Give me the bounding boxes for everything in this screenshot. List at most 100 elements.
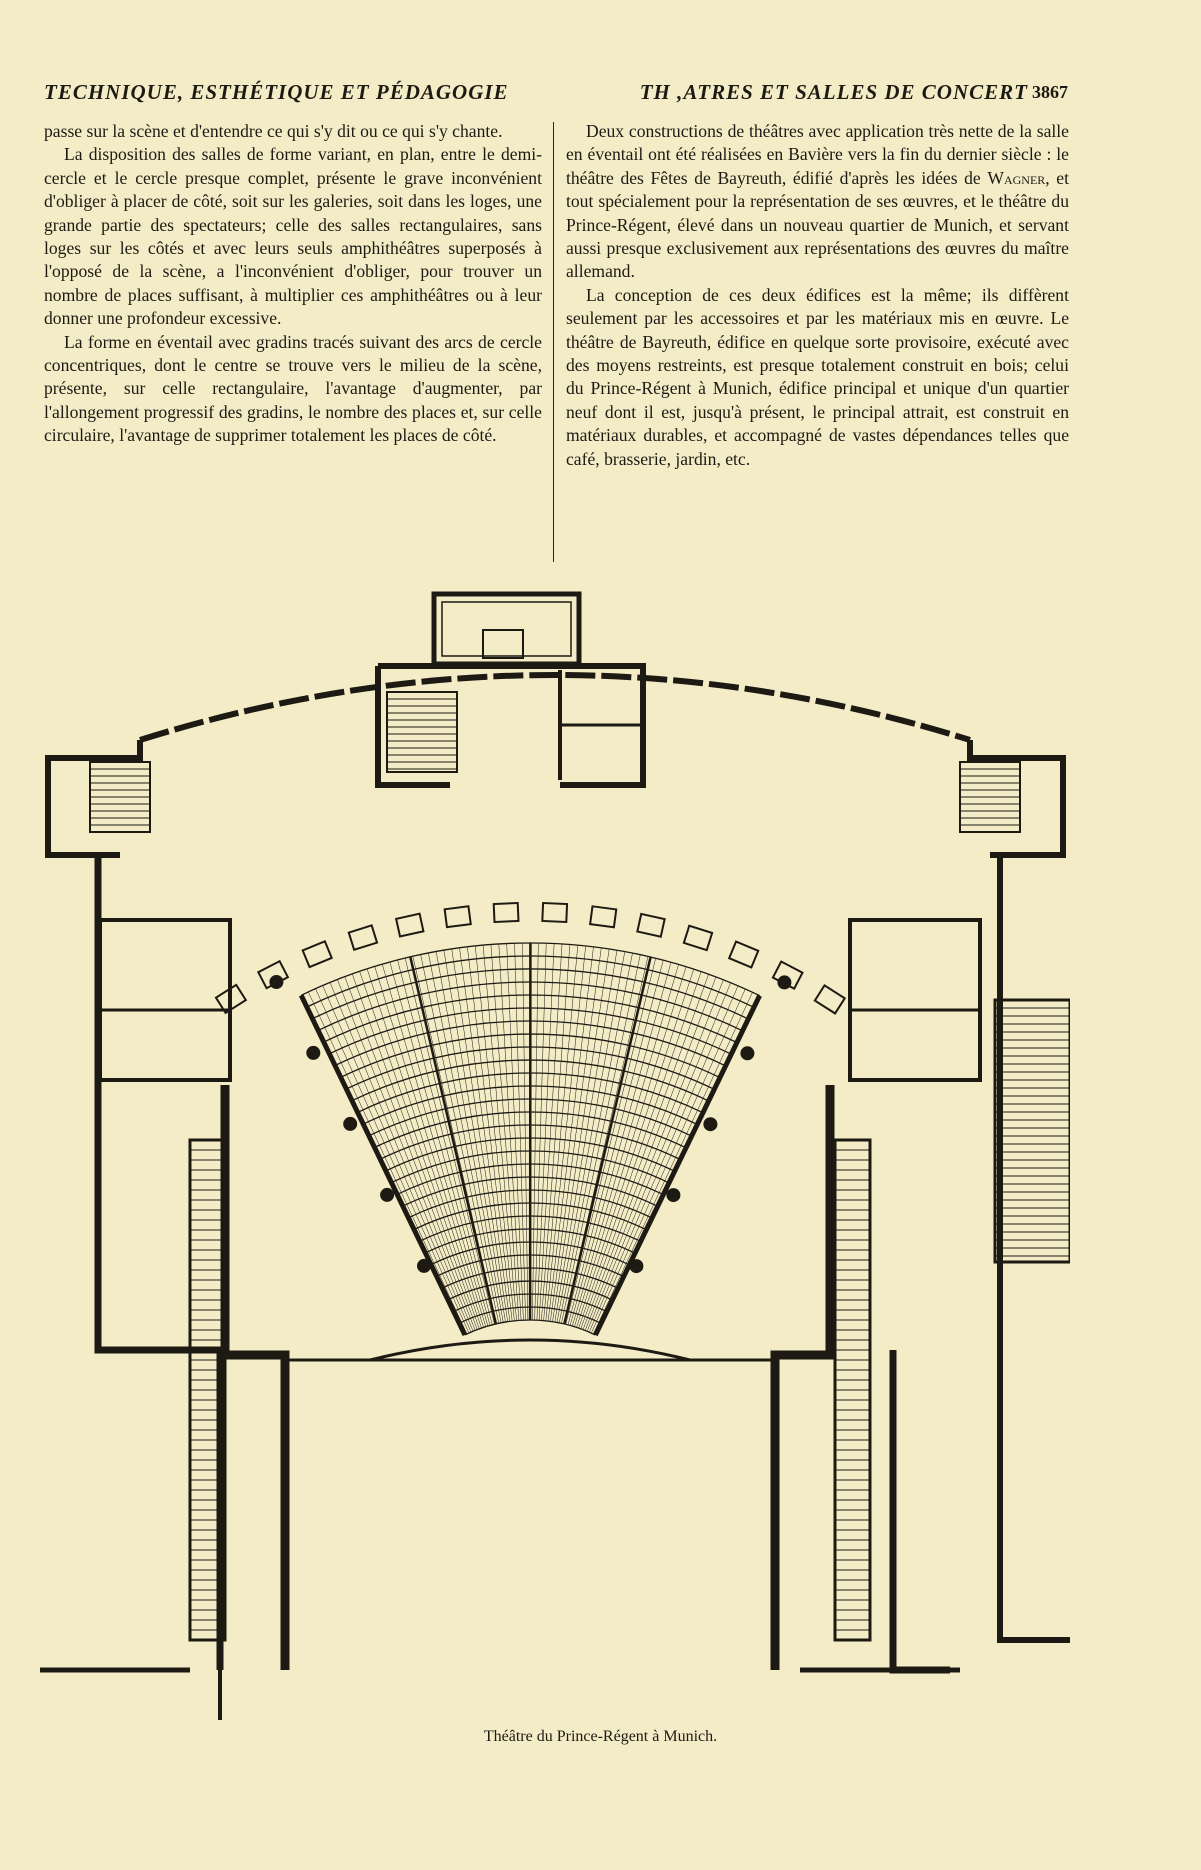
plan-column [777,975,792,990]
figure-caption: Théâtre du Prince-Régent à Munich. [483,1728,718,1745]
plan-seat-division [351,973,480,1329]
plan-seat-division [591,988,746,1334]
plan-loges [214,901,847,1274]
plan-right-lower-wall [889,1350,950,1674]
paragraph: La conception de ces deux édifices est l… [566,284,1069,469]
plan-seat-division [541,944,571,1321]
plan-seat-division [474,945,515,1321]
column-divider [553,122,554,562]
plan-loge [214,983,248,1015]
plan-column [629,1259,644,1274]
plan-seat-division [300,995,466,1336]
plan-proscenium-arch [369,1338,691,1362]
plan-seat-division [315,988,470,1334]
plan-loge [727,940,760,969]
plan-column [703,1117,718,1132]
paragraph: passe sur la scène et d'entendre ce qui … [44,121,503,141]
plan-seat-division [498,943,522,1321]
plan-seat-division [558,953,633,1323]
plan-seat-division [381,964,489,1327]
plan-seating-rows [298,942,762,1337]
plan-seat-division [359,971,482,1329]
plan-seat-division [580,974,709,1329]
plan-seat-division [569,962,672,1326]
plan-loge [301,940,334,969]
plan-portico-steps [482,629,524,659]
plan-seat-division [563,956,649,1324]
plan-column [343,1116,358,1131]
plan-seat-division [593,992,753,1335]
header-right-title: TH ,ATRES ET SALLES DE CONCERT [639,80,1028,104]
plan-seat-division [514,943,526,1321]
plan-seat-division [435,951,504,1323]
plan-seat-division [550,947,602,1322]
plan-seat-division [534,943,547,1321]
plan-seat-division [506,943,524,1321]
header-left-title: TECHNIQUE, ESTHÉTIQUE ET PÉDAGOGIE [44,80,509,104]
paragraph: La disposition des salles de forme varia… [44,144,542,329]
plan-upper-block-left [375,666,450,788]
plan-seat-division [532,943,539,1321]
plan-loge [589,905,618,929]
plan-right-outer-wall [997,855,1070,1643]
plan-stage-left-wall [220,1085,290,1670]
running-header: TECHNIQUE, ESTHÉTIQUE ET PÉDAGOGIE TH ,A… [44,80,1068,108]
plan-loge [636,912,666,938]
plan-seat-division [565,958,656,1325]
plan-seat-division [547,946,594,1322]
plan-upper-stair-left [386,691,458,773]
paragraph: Deux constructions de théâtres avec appl… [566,120,1069,284]
author-name: Wagner [987,167,1046,188]
plan-seat-division [467,946,513,1322]
theatre-floor-plan [40,591,1070,1720]
plan-loge [347,924,379,952]
plan-stage-right-wall [770,1085,835,1670]
plan-seat-division [374,966,487,1327]
plan-seat-division [582,976,717,1330]
plan-seat-division [554,950,618,1323]
plan-seat-division [584,979,724,1331]
plan-seat-division [482,945,517,1321]
plan-seat-division [404,957,495,1325]
plan-seat-division [561,954,641,1324]
plan-seat-division [538,943,563,1321]
plan-seat-division [572,964,679,1327]
plan-loge [682,924,714,952]
plan-loge [541,901,569,924]
paragraph-text: , et tout spécialement pour la représent… [566,167,1069,282]
plan-seat-row [464,1319,596,1336]
plan-column [269,975,284,989]
plan-aisle [563,956,652,1325]
paragraph: La forme en éventail avec gradins tracés… [44,331,542,446]
plan-seat-division [552,948,610,1322]
plan-loge [443,905,472,929]
plan-aisle [409,956,498,1325]
plan-seat-division [574,966,687,1327]
plan-portico-inner [441,601,572,657]
plan-seat-division [366,968,484,1328]
plan-left-wing-top [45,740,143,858]
plan-seat-division [451,948,508,1322]
plan-seat-division [595,995,760,1336]
plan-loge [394,912,425,938]
plan-seat-division [443,950,506,1323]
plan-seat-division [567,960,664,1325]
plan-seat-division [322,985,472,1333]
plan-column [740,1046,755,1061]
plan-seat-division [308,991,468,1335]
plan-left-outer-wall [94,855,224,1670]
plan-seat-division [586,982,731,1332]
plan-seat-division [578,971,702,1329]
left-text-column: passe sur la scène et d'entendre ce qui … [44,120,542,448]
plan-seat-division [522,943,529,1321]
plan-seat-division [543,945,579,1321]
plan-seat-division [459,947,511,1322]
plan-seat-division [576,969,694,1328]
plan-seat-division [428,952,502,1323]
plan-seat-division [588,985,739,1333]
plan-seat-division [337,979,476,1331]
plan-column [666,1188,681,1203]
plan-seat-division [389,961,491,1326]
plan-seat-division [344,976,478,1330]
